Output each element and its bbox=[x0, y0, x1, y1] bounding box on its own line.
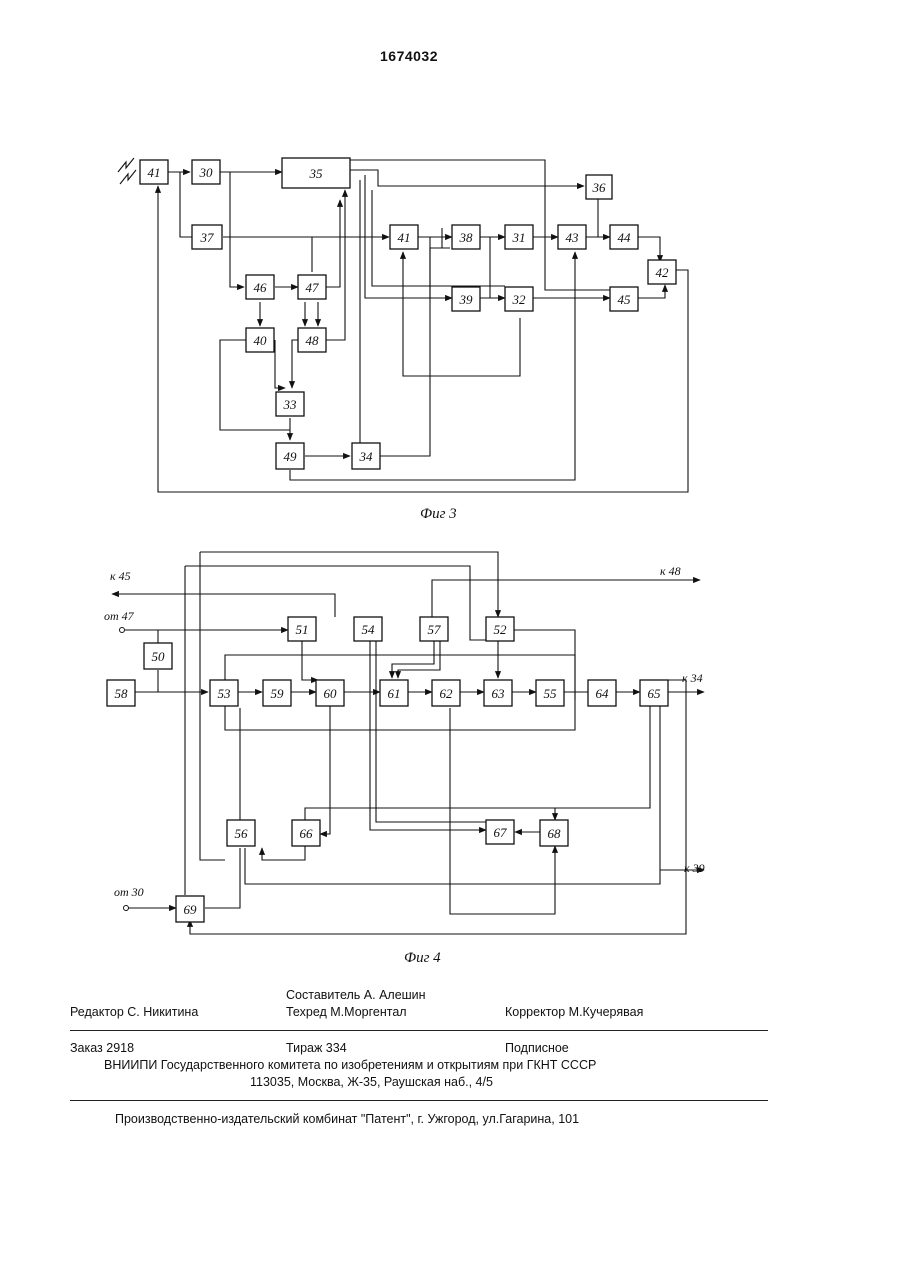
fig4-blocks-block-label: 58 bbox=[115, 686, 129, 701]
fig4-blocks-block-label: 67 bbox=[494, 825, 508, 840]
circulation-line: Тираж 334 bbox=[286, 1041, 347, 1055]
divider-bottom bbox=[70, 1100, 768, 1101]
fig4-blocks-block-label: 52 bbox=[494, 622, 508, 637]
fig3-blocks-block-label: 31 bbox=[512, 230, 526, 245]
fig3-blocks-block-label: 49 bbox=[284, 449, 298, 464]
fig3-blocks-block-label: 48 bbox=[306, 333, 320, 348]
fig3-blocks-block-label: 46 bbox=[254, 280, 268, 295]
fig3-blocks-block-label: 41 bbox=[148, 165, 161, 180]
fig3-blocks-block-label: 45 bbox=[618, 292, 632, 307]
fig3-blocks-block-label: 33 bbox=[283, 397, 298, 412]
editor-line: Редактор С. Никитина bbox=[70, 1005, 198, 1019]
fig4-blocks-block-label: 60 bbox=[324, 686, 338, 701]
fig3-blocks-block-label: 42 bbox=[656, 265, 670, 280]
figure-3-caption: Фиг 3 bbox=[420, 506, 457, 522]
fig3-blocks-block-label: 44 bbox=[618, 230, 632, 245]
order-line: Заказ 2918 bbox=[70, 1041, 134, 1055]
fig4-blocks-block-label: 69 bbox=[184, 902, 198, 917]
fig4-blocks-block-label: 64 bbox=[596, 686, 610, 701]
terminal-to-39: к 39 bbox=[684, 861, 705, 875]
divider-top bbox=[70, 1030, 768, 1031]
fig4-blocks-block-label: 57 bbox=[428, 622, 442, 637]
fig3-blocks-block-label: 39 bbox=[459, 292, 474, 307]
fig3-blocks-block-label: 40 bbox=[254, 333, 268, 348]
fig3-blocks-block-label: 30 bbox=[199, 165, 214, 180]
fig3-blocks-block-label: 36 bbox=[592, 180, 607, 195]
fig3-blocks-block-label: 37 bbox=[200, 230, 215, 245]
terminal-to-34: к 34 bbox=[682, 671, 703, 685]
signal-input-icon bbox=[118, 158, 134, 172]
fig4-blocks-block-label: 51 bbox=[296, 622, 309, 637]
fig3-blocks-block-label: 43 bbox=[566, 230, 580, 245]
figure-4-caption: Фиг 4 bbox=[404, 950, 441, 966]
fig4-blocks-block-label: 63 bbox=[492, 686, 506, 701]
fig3-blocks-block-label: 38 bbox=[459, 230, 474, 245]
address-line: 113035, Москва, Ж-35, Раушская наб., 4/5 bbox=[250, 1075, 493, 1089]
fig4-blocks-block-label: 59 bbox=[271, 686, 285, 701]
terminal-to-45: к 45 bbox=[110, 569, 131, 583]
fig4-blocks-block-label: 65 bbox=[648, 686, 662, 701]
figure-4: к 45 к 48 от 47 к 34 к 39 от 30 bbox=[104, 552, 705, 966]
compiler-line: Составитель А. Алешин bbox=[286, 988, 426, 1002]
organization-line: ВНИИПИ Государственного комитета по изоб… bbox=[104, 1058, 596, 1072]
fig4-blocks-block-label: 53 bbox=[218, 686, 232, 701]
fig4-blocks-block-label: 61 bbox=[388, 686, 401, 701]
figure-3: 41 30 35 36 37 41 38 31 43 44 42 46 47 39 32 45 40 48 33 49… bbox=[118, 158, 688, 522]
fig4-blocks-block-label: 56 bbox=[235, 826, 249, 841]
fig4-blocks-block-label: 50 bbox=[152, 649, 166, 664]
terminal-to-48: к 48 bbox=[660, 564, 681, 578]
fig3-blocks-block-label: 41 bbox=[398, 230, 411, 245]
corrector-line: Корректор М.Кучерявая bbox=[505, 1005, 643, 1019]
fig4-blocks-block-label: 54 bbox=[362, 622, 376, 637]
fig4-blocks-block-label: 66 bbox=[300, 826, 314, 841]
techred-line: Техред М.Моргентал bbox=[286, 1005, 407, 1019]
fig4-blocks-block-label: 62 bbox=[440, 686, 454, 701]
fig4-blocks-block-label: 68 bbox=[548, 826, 562, 841]
plant-line: Производственно-издательский комбинат "П… bbox=[115, 1112, 579, 1126]
terminal-from-47: от 47 bbox=[104, 609, 135, 623]
subscription-line: Подписное bbox=[505, 1041, 569, 1055]
fig3-blocks-block-label: 34 bbox=[359, 449, 374, 464]
fig3-blocks-block-label: 32 bbox=[512, 292, 527, 307]
terminal-from-30: от 30 bbox=[114, 885, 144, 899]
fig3-blocks-block-label: 35 bbox=[309, 166, 324, 181]
fig4-blocks-block-label: 55 bbox=[544, 686, 558, 701]
fig3-blocks-block-label: 47 bbox=[306, 280, 320, 295]
